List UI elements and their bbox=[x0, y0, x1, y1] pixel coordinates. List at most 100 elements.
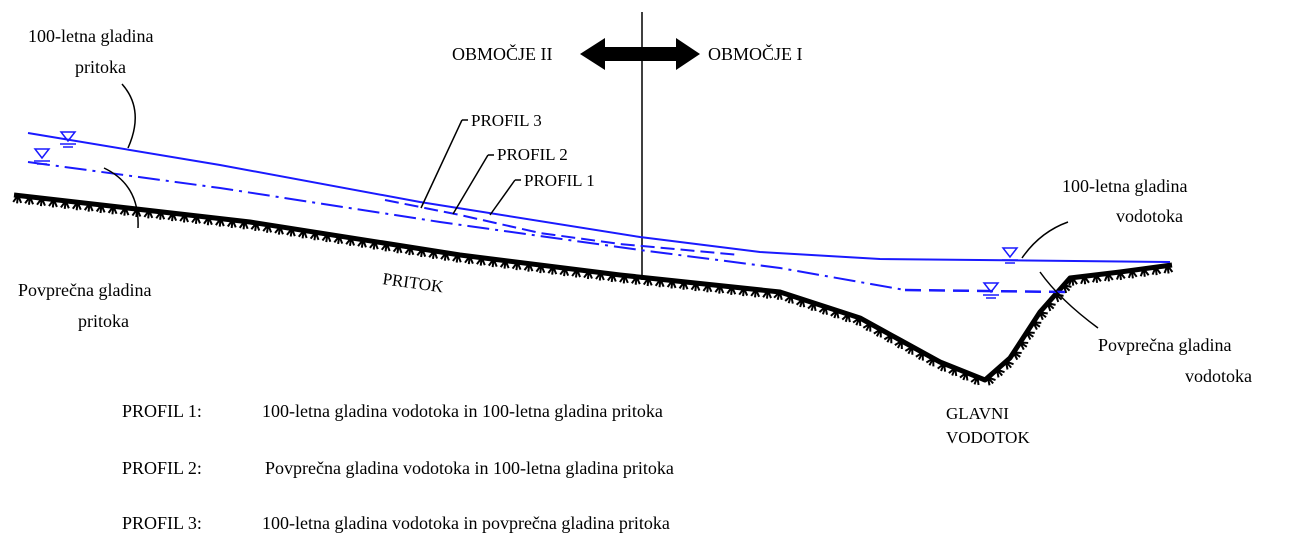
ground-hatch-mark bbox=[970, 376, 980, 386]
legend-text: 100-letna gladina vodotoka in povprečna … bbox=[262, 513, 670, 533]
ground-hatch-mark bbox=[523, 263, 534, 272]
water-level-symbol bbox=[59, 131, 77, 148]
ground-hatch-mark bbox=[1012, 351, 1022, 361]
ground-hatch-mark bbox=[583, 270, 593, 280]
ground-hatch-mark bbox=[274, 226, 284, 235]
ground-hatch-mark bbox=[36, 197, 46, 207]
ground-hatch-mark bbox=[60, 200, 70, 209]
ground-hatch-mark bbox=[830, 309, 840, 319]
ground-hatch-mark bbox=[873, 328, 882, 338]
ground-hatch-mark bbox=[852, 317, 862, 327]
ground-hatch-mark bbox=[179, 213, 189, 223]
ground-hatch-mark bbox=[72, 201, 82, 211]
leader-lines bbox=[103, 83, 1099, 329]
legend-key: PROFIL 2: bbox=[122, 458, 202, 478]
ground-hatch-mark bbox=[143, 209, 154, 219]
ground-hatch-mark bbox=[986, 376, 996, 386]
ground-hatch-mark bbox=[1019, 341, 1029, 351]
ground-hatch-mark bbox=[499, 260, 510, 269]
double-arrow-icon bbox=[580, 38, 700, 70]
ground-hatch-mark bbox=[678, 281, 689, 290]
ground-hatch-mark bbox=[915, 351, 924, 361]
label-tributary: PRITOK bbox=[381, 269, 445, 296]
ground-hatch-mark bbox=[392, 244, 403, 254]
ground-hatch-mark bbox=[862, 322, 872, 332]
ground-hatch-mark bbox=[1032, 321, 1042, 330]
ground-hatch-mark bbox=[119, 207, 130, 216]
ground-hatch-mark bbox=[476, 257, 486, 266]
profile-1-line bbox=[27, 132, 1171, 263]
ground-hatch-mark bbox=[784, 294, 794, 304]
ground-hatch-mark bbox=[215, 218, 225, 227]
ground-hatch-mark bbox=[404, 246, 415, 256]
ground-hatch-mark bbox=[262, 224, 273, 233]
ground-hatch-mark bbox=[1139, 268, 1150, 277]
ground-hatch-mark bbox=[167, 212, 178, 222]
label-main-channel: GLAVNI VODOTOK bbox=[946, 404, 1030, 447]
legend: PROFIL 1: 100-letna gladina vodotoka in … bbox=[122, 401, 674, 533]
profile-tag-3: PROFIL 3 bbox=[471, 111, 542, 130]
ground-hatch-mark bbox=[937, 362, 947, 372]
ground-hatch-mark bbox=[818, 306, 829, 315]
legend-key: PROFIL 3: bbox=[122, 513, 202, 533]
main-average-level-line bbox=[904, 288, 1066, 294]
label-main-avg: Povprečna gladina vodotoka bbox=[1098, 335, 1252, 386]
ground-hatch-mark bbox=[511, 261, 522, 271]
ground-hatch-mark bbox=[321, 233, 332, 243]
ground-hatch-mark bbox=[286, 227, 296, 237]
ground-hatch-mark bbox=[948, 367, 958, 377]
ground-hatch-mark bbox=[631, 276, 641, 285]
profile-2-line bbox=[384, 199, 741, 256]
ground-hatch-mark bbox=[1151, 266, 1162, 276]
ground-hatch-mark bbox=[1103, 272, 1114, 282]
ground-hatch-mark bbox=[357, 239, 367, 248]
profile-3-line bbox=[27, 161, 906, 291]
ground-hatch-mark bbox=[762, 290, 772, 299]
legend-text: 100-letna gladina vodotoka in 100-letna … bbox=[262, 401, 663, 421]
ground-hatch-mark bbox=[1004, 360, 1014, 370]
ground-hatch-mark bbox=[428, 250, 438, 260]
ground-hatch-mark bbox=[654, 278, 665, 288]
ground-hatch-mark bbox=[619, 274, 629, 284]
ground-hatch-mark bbox=[345, 237, 356, 246]
ground-hatch-mark bbox=[416, 248, 427, 258]
ground-hatch-mark bbox=[226, 219, 237, 229]
water-level-symbol bbox=[1001, 247, 1019, 264]
ground-hatch-mark bbox=[690, 282, 701, 292]
ground-hatch-mark bbox=[191, 215, 201, 224]
ground-line bbox=[13, 192, 1173, 383]
ground-hatch-mark bbox=[380, 242, 391, 252]
ground-hatch-mark bbox=[369, 241, 379, 250]
ground-hatch-mark bbox=[773, 291, 783, 301]
ground-hatch-mark bbox=[1062, 284, 1072, 294]
ground-hatching bbox=[12, 194, 1174, 386]
profile-tag-2: PROFIL 2 bbox=[497, 145, 568, 164]
ground-hatch-mark bbox=[452, 254, 462, 263]
ground-hatch-mark bbox=[333, 235, 344, 245]
ground-hatch-mark bbox=[440, 252, 450, 261]
ground-hatch-mark bbox=[607, 273, 617, 283]
ground-hatch-mark bbox=[95, 204, 106, 214]
ground-hatch-mark bbox=[894, 340, 903, 350]
ground-hatch-mark bbox=[726, 286, 737, 295]
ground-hatch-mark bbox=[83, 203, 94, 212]
ground-hatch-mark bbox=[155, 211, 166, 220]
ground-hatch-mark bbox=[24, 196, 34, 205]
ground-hatch-mark bbox=[595, 271, 605, 281]
ground-hatch-mark bbox=[904, 345, 914, 355]
ground-hatch-mark bbox=[925, 357, 935, 367]
ground-hatch-mark bbox=[547, 266, 558, 275]
water-level-symbol bbox=[982, 282, 1000, 299]
ground-hatch-mark bbox=[487, 258, 498, 268]
ground-hatch-mark bbox=[750, 288, 761, 298]
ground-hatch-mark bbox=[738, 287, 749, 297]
ground-hatch-mark bbox=[1163, 264, 1174, 274]
ground-hatch-mark bbox=[959, 371, 969, 381]
ground-hatch-mark bbox=[702, 283, 713, 293]
zone-label-right: OBMOČJE I bbox=[708, 43, 803, 64]
water-surfaces bbox=[27, 131, 1171, 299]
ground-hatch-mark bbox=[1046, 302, 1056, 312]
ground-hatch-mark bbox=[12, 194, 23, 204]
ground-hatch-mark bbox=[1068, 277, 1078, 286]
